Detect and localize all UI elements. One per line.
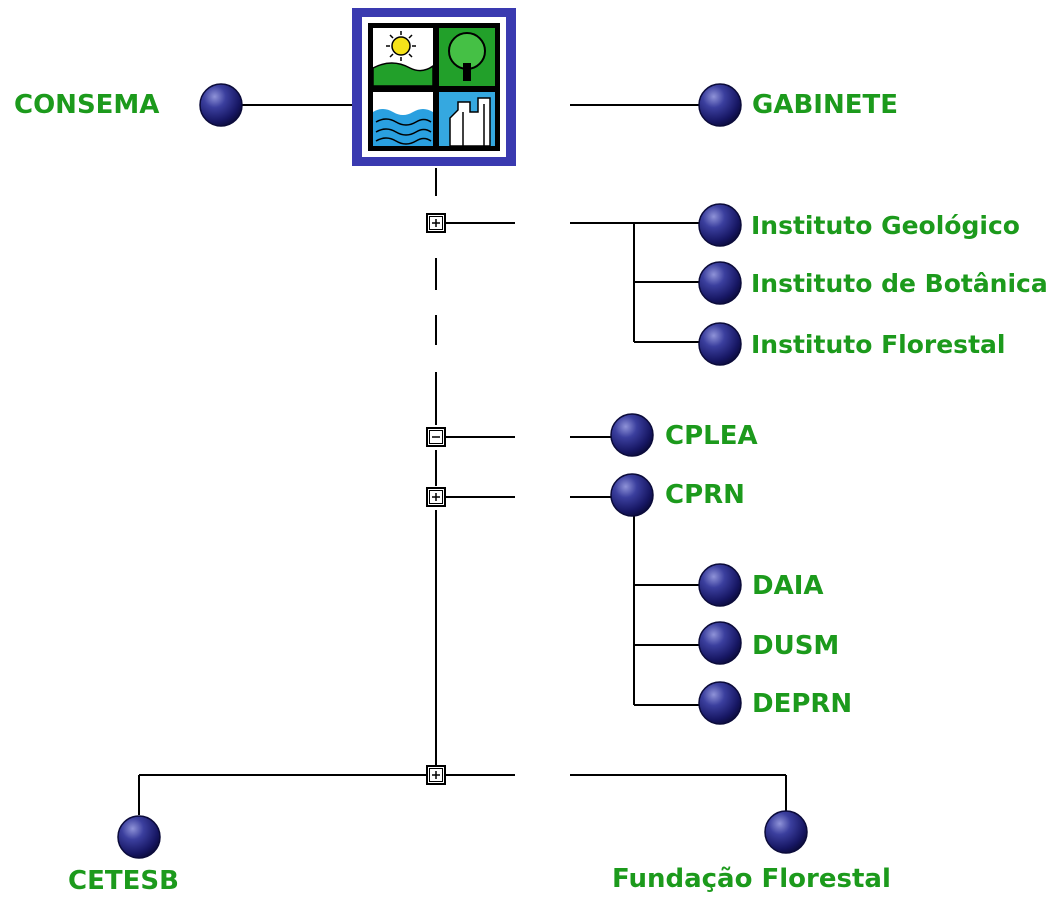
node-cprn[interactable]: CPRN bbox=[665, 480, 745, 510]
bullet-icon-daia[interactable] bbox=[698, 563, 742, 607]
node-consema[interactable]: CONSEMA bbox=[14, 90, 160, 120]
bullet-icon-consema[interactable] bbox=[199, 83, 243, 127]
bullet-icon-dusm[interactable] bbox=[698, 621, 742, 665]
bullet-icon-instituto-florestal[interactable] bbox=[698, 322, 742, 366]
node-dusm[interactable]: DUSM bbox=[752, 631, 840, 661]
bullet-icon-cetesb[interactable] bbox=[117, 815, 161, 859]
bullet-icon-cprn[interactable] bbox=[610, 473, 654, 517]
node-instituto-geologico[interactable]: Instituto Geológico bbox=[751, 211, 1020, 240]
connector-lines bbox=[138, 104, 787, 815]
collapse-toggle-cplea[interactable] bbox=[426, 427, 446, 447]
node-fundacao-florestal[interactable]: Fundação Florestal bbox=[612, 864, 891, 894]
node-instituto-florestal[interactable]: Instituto Florestal bbox=[751, 330, 1006, 359]
bullet-icon-cplea[interactable] bbox=[610, 413, 654, 457]
node-cetesb[interactable]: CETESB bbox=[68, 866, 179, 896]
node-gabinete[interactable]: GABINETE bbox=[752, 90, 898, 120]
bullet-icon-instituto-botanica[interactable] bbox=[698, 261, 742, 305]
node-daia[interactable]: DAIA bbox=[752, 571, 824, 601]
node-instituto-botanica[interactable]: Instituto de Botânica bbox=[751, 269, 1048, 298]
logo-icon bbox=[352, 8, 516, 166]
expand-toggle-institutos[interactable] bbox=[426, 213, 446, 233]
bullet-icon-gabinete[interactable] bbox=[698, 83, 742, 127]
expand-toggle-cprn[interactable] bbox=[426, 487, 446, 507]
expand-toggle-bottom[interactable] bbox=[426, 765, 446, 785]
bullet-icon-instituto-geologico[interactable] bbox=[698, 203, 742, 247]
bullet-icon-deprn[interactable] bbox=[698, 681, 742, 725]
bullet-icon-fundacao-florestal[interactable] bbox=[764, 810, 808, 854]
node-deprn[interactable]: DEPRN bbox=[752, 689, 853, 719]
node-cplea[interactable]: CPLEA bbox=[665, 421, 758, 451]
